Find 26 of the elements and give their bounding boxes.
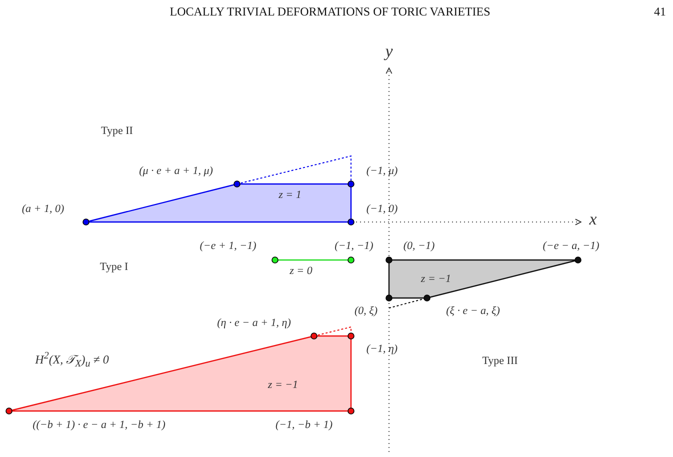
type-label: Type II (101, 124, 133, 138)
condition-note: H$^{2}$(X, 𝒯$_{X}$)$_{u}$ ≠ 0 (35, 350, 109, 370)
axis-label: x (589, 210, 597, 230)
region-label: z = −1 (420, 272, 452, 286)
coordinate-label: (−1, μ) (366, 164, 398, 178)
running-header: LOCALLY TRIVIAL DEFORMATIONS OF TORIC VARIETIES (170, 5, 490, 19)
type-label: Type I (100, 260, 128, 274)
coordinate-label: (0, ξ) (354, 304, 378, 318)
coordinate-label: (a + 1, 0) (22, 202, 64, 216)
coordinate-label: (−1, −1) (334, 240, 374, 252)
region-label: z = 1 (278, 188, 302, 202)
coordinate-label: (−e − a, −1) (542, 240, 600, 252)
coordinate-label: (0, −1) (403, 240, 435, 252)
axis-label: y (385, 42, 393, 62)
coordinate-label: (−1, 0) (366, 202, 398, 216)
region-label: z = −1 (268, 378, 298, 392)
coordinate-label: (μ · e + a + 1, μ) (139, 164, 213, 178)
coordinate-label: (ξ · e − a, ξ) (446, 304, 500, 318)
coordinate-label: (−e + 1, −1) (200, 240, 256, 252)
coordinate-label: (−1, −b + 1) (275, 418, 333, 432)
coordinate-label: (η · e − a + 1, η) (217, 316, 291, 330)
type-label: Type III (482, 354, 518, 368)
coordinate-label: (−1, η) (366, 342, 398, 356)
page-number: 41 (654, 5, 666, 19)
coordinate-label: ((−b + 1) · e − a + 1, −b + 1) (32, 418, 166, 432)
region-label: z = 0 (290, 264, 312, 278)
